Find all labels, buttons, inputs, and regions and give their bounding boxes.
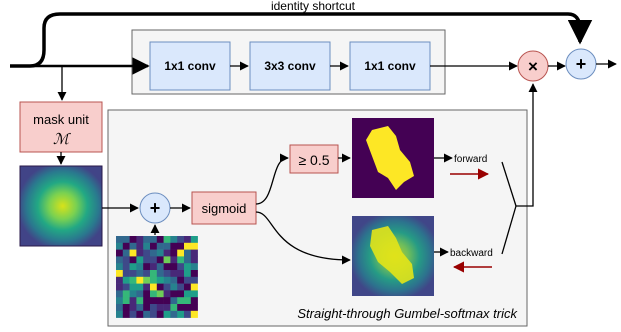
add-operator: + (565, 48, 597, 80)
conv-block-1: 1x1 conv (149, 41, 231, 91)
svg-text:1x1 conv: 1x1 conv (364, 59, 416, 73)
threshold-box: ≥ 0.5 (289, 144, 339, 174)
svg-text:×: × (528, 57, 538, 76)
svg-text:+: + (576, 54, 587, 74)
soft-sampled-mask-image (352, 216, 434, 296)
conv-block-3: 1x1 conv (349, 41, 431, 91)
svg-text:ℳ: ℳ (53, 131, 71, 148)
svg-text:mask unit: mask unit (33, 112, 89, 127)
binary-mask-image (352, 118, 434, 198)
identity-shortcut-label: identity shortcut (271, 0, 356, 13)
svg-text:sigmoid: sigmoid (202, 201, 247, 216)
svg-text:1x1 conv: 1x1 conv (164, 59, 216, 73)
svg-text:3x3 conv: 3x3 conv (264, 59, 316, 73)
identity-shortcut-path (10, 12, 593, 68)
backward-label: backward (450, 248, 493, 259)
svg-text:≥ 0.5: ≥ 0.5 (298, 152, 329, 168)
multiply-operator: × (517, 50, 549, 82)
svg-text:+: + (150, 198, 161, 218)
noise-add-operator: + (139, 192, 171, 224)
soft-mask-heatmap (19, 165, 103, 247)
conv-block-2: 3x3 conv (249, 41, 331, 91)
sigmoid-box: sigmoid (191, 191, 257, 225)
mask-unit-box: mask unit ℳ (19, 101, 103, 153)
gumbel-noise-image (116, 236, 198, 318)
trick-caption: Straight-through Gumbel-softmax trick (297, 306, 518, 321)
forward-label: forward (454, 154, 487, 165)
